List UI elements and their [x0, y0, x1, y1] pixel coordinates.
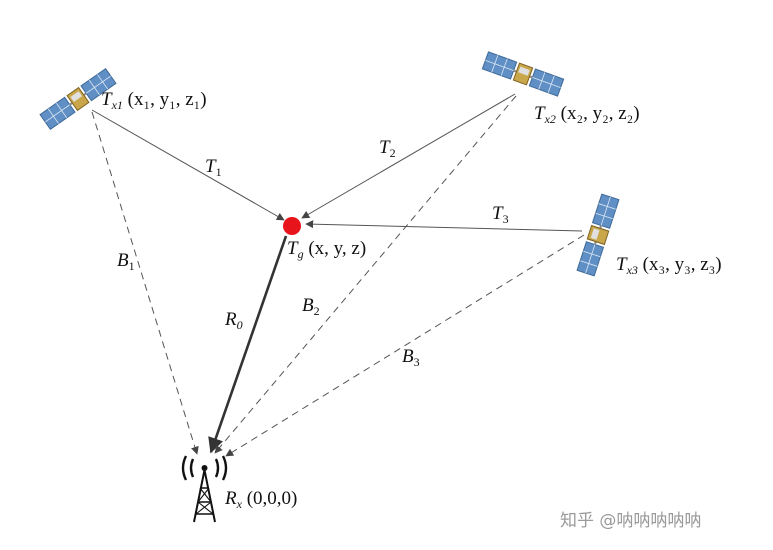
edge-b1 [92, 112, 197, 454]
watermark: 知乎 @呐呐呐呐呐 [560, 511, 701, 531]
edge-t1 [92, 110, 284, 220]
edge-label-t1: T1 [205, 156, 222, 179]
edge-label-b1: B1 [117, 250, 135, 273]
edge-label-b3: B3 [402, 346, 420, 369]
antenna-tower-icon [183, 456, 226, 522]
tx1-label: Tx1 (x₁, y₁, z₁) [101, 89, 207, 112]
edge-label-r0: R0 [224, 309, 243, 332]
receiver-label: Rx (0,0,0) [224, 488, 297, 511]
edge-label-t2: T2 [379, 137, 396, 160]
edge-label-t3: T3 [492, 203, 509, 226]
target-label: Tg (x, y, z) [287, 238, 366, 261]
tx3-label: Tx3 (x₃, y₃, z₃) [616, 254, 722, 277]
edge-b2 [215, 96, 516, 453]
edge-t2 [302, 94, 515, 218]
edge-label-b2: B2 [302, 295, 320, 318]
edge-r0 [211, 236, 286, 452]
target-dot [283, 217, 301, 235]
edge-t3 [306, 224, 582, 231]
tx2-label: Tx2 (x₂, y₂, z₂) [534, 103, 640, 126]
satellite-icon [482, 52, 563, 96]
